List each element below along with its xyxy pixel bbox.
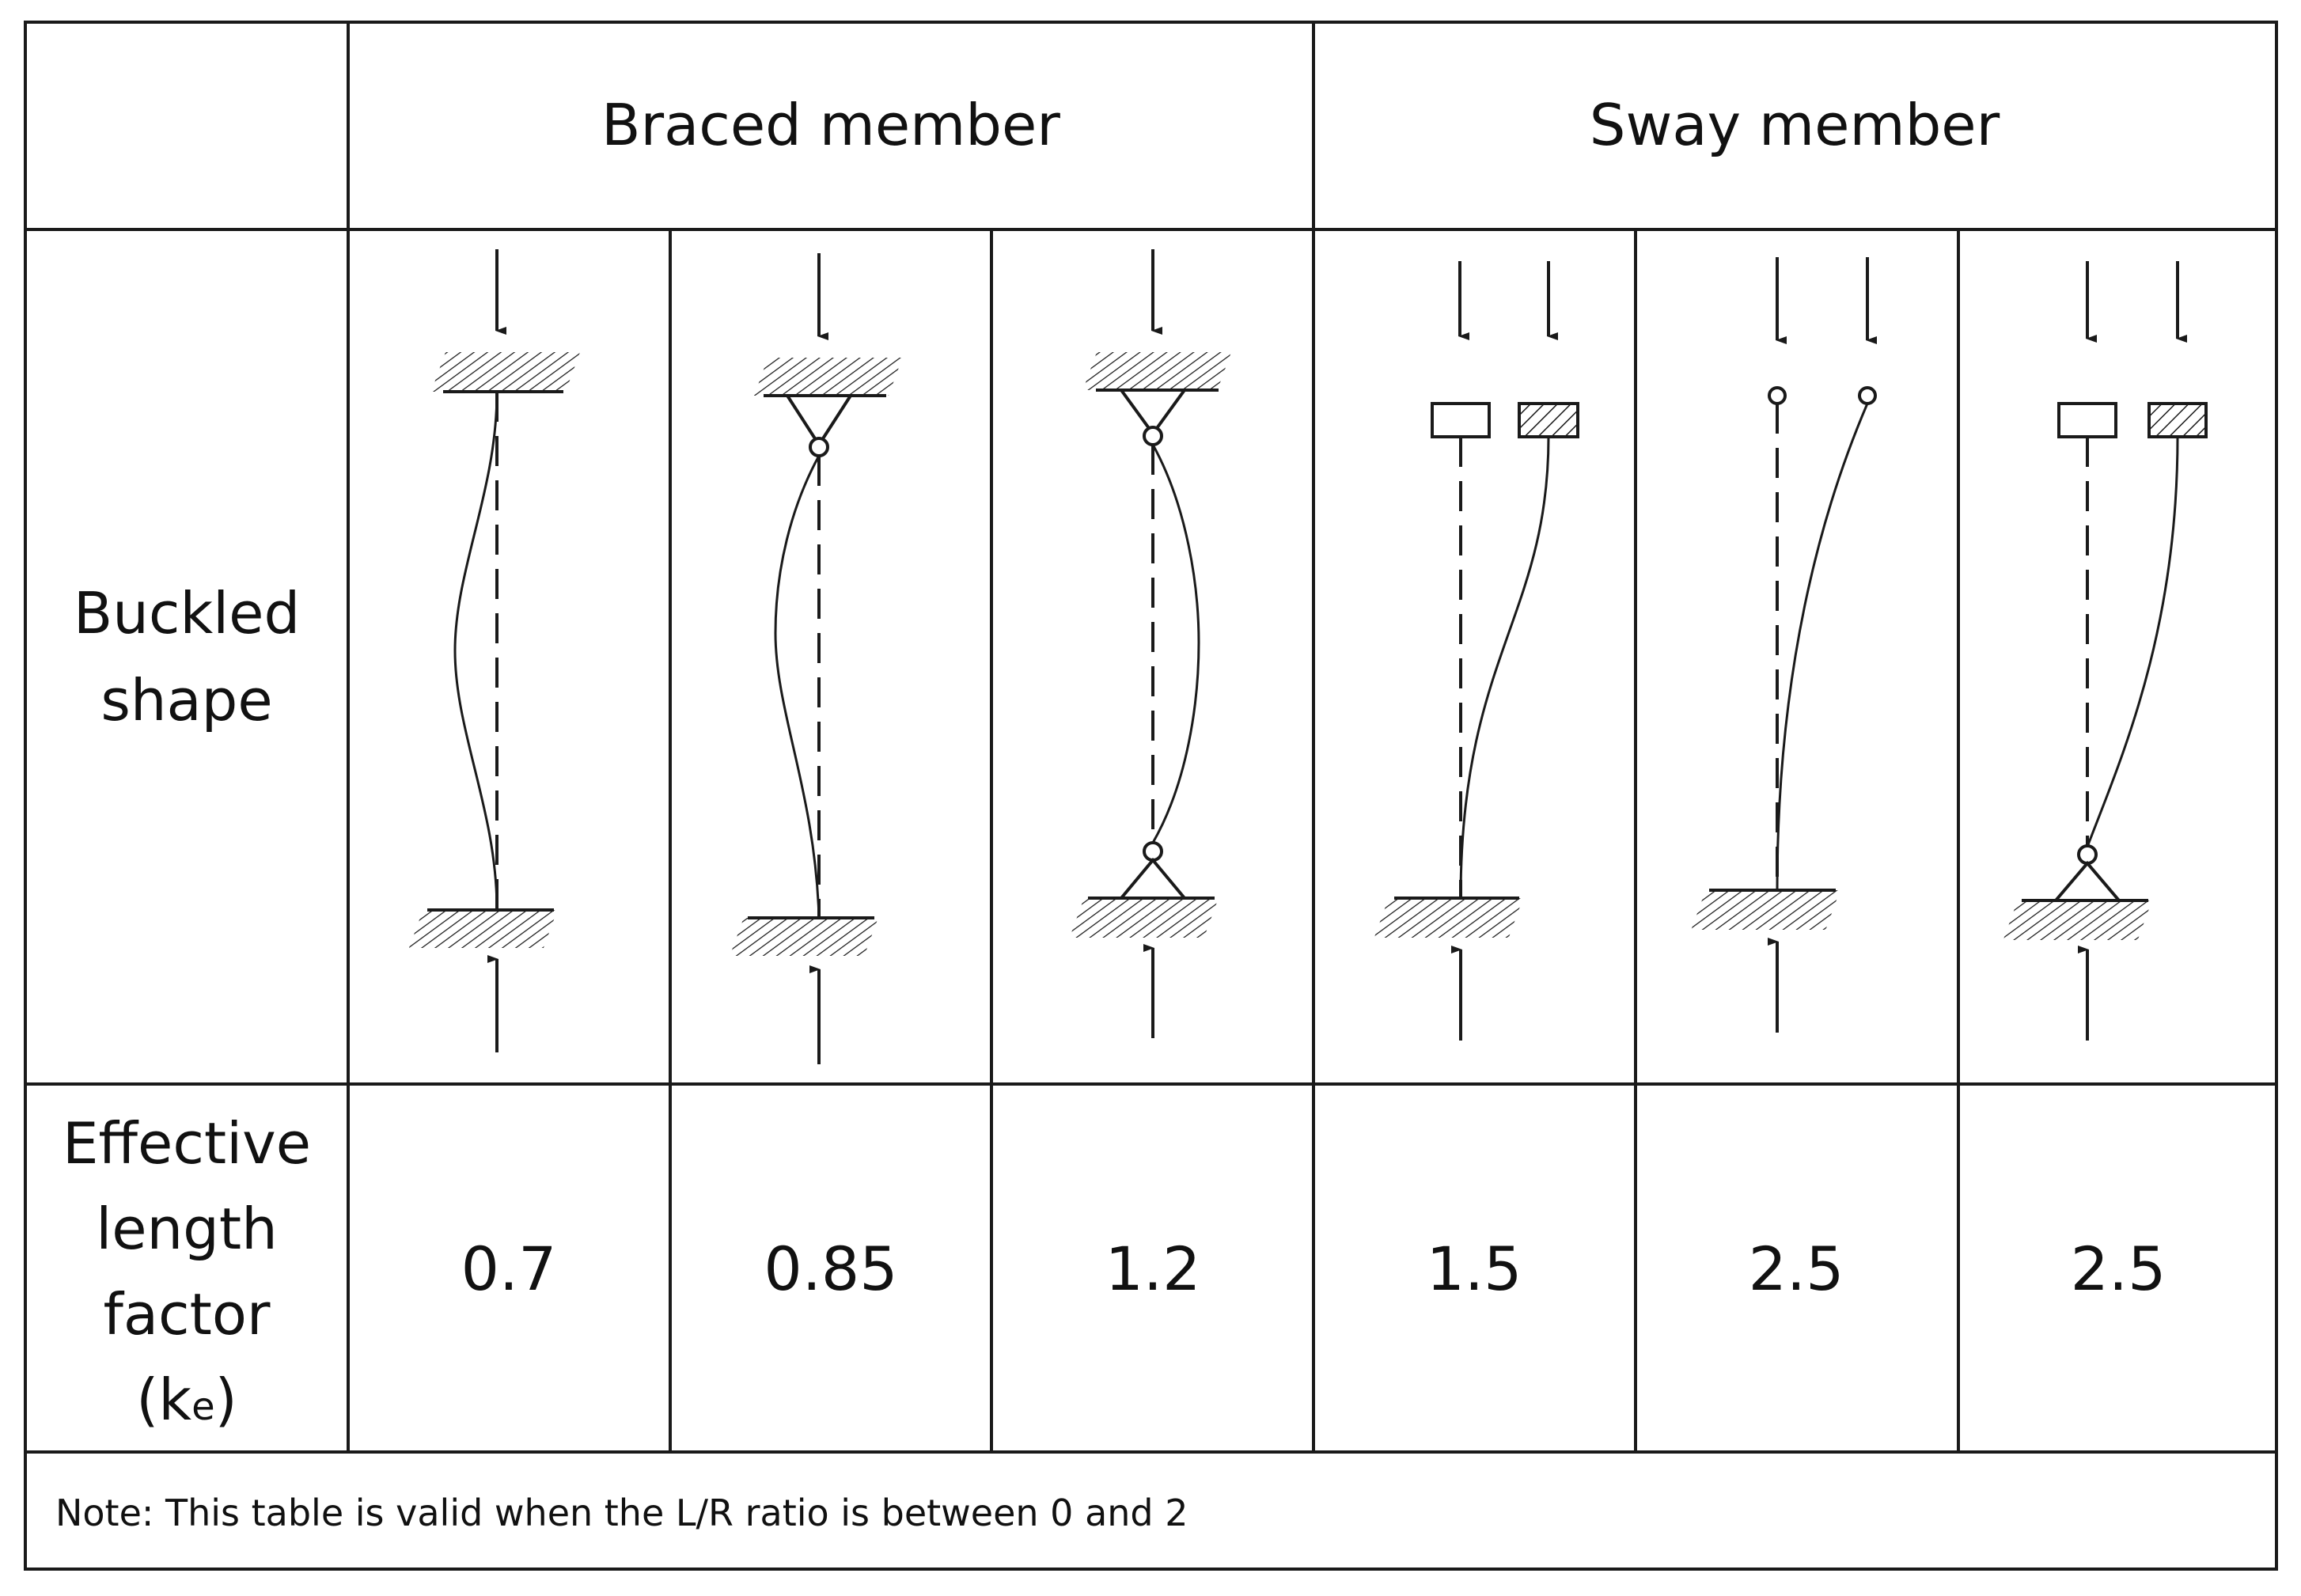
buckled-shape-sway-fixed-fixed xyxy=(1374,261,1579,1041)
buckled-shape-sway-fixed-pinned xyxy=(2003,261,2208,1041)
fixed-support-bottom xyxy=(408,910,558,948)
buckled-shape-pinned-fixed xyxy=(730,253,903,1064)
factor-value-6: 2.5 xyxy=(2071,1234,2166,1304)
factor-symbol-subscript: e xyxy=(191,1385,215,1429)
buckled-shape-label-line-1: Buckled xyxy=(74,580,300,646)
hatched-support-top xyxy=(1082,352,1232,390)
factor-values: 0.7 0.85 1.2 1.5 2.5 2.5 xyxy=(461,1234,2166,1304)
fixed-support-bottom xyxy=(730,918,878,956)
guide-block-displaced xyxy=(2147,402,2208,438)
buckled-curve xyxy=(1459,436,1550,899)
braced-member-title: Braced member xyxy=(601,92,1060,158)
effective-length-factor-label: Effective length factor (ke) xyxy=(63,1110,311,1433)
buckled-shape-sway-free-fixed xyxy=(1691,257,1877,1033)
factor-value-2: 0.85 xyxy=(764,1234,897,1304)
guide-block-displaced xyxy=(1518,402,1579,438)
factor-value-3: 1.2 xyxy=(1105,1234,1201,1304)
fixed-support-top xyxy=(430,352,581,392)
buckled-shape-fixed-fixed xyxy=(408,249,581,1052)
buckled-curve xyxy=(1776,403,1869,891)
free-end-original xyxy=(1768,386,1787,405)
factor-value-4: 1.5 xyxy=(1427,1234,1522,1304)
factor-label-line-2: length xyxy=(96,1196,278,1262)
buckled-shape-pinned-pinned xyxy=(1069,249,1232,1038)
buckled-curve xyxy=(453,391,498,911)
table-grid xyxy=(24,21,2278,1571)
factor-label-line-1: Effective xyxy=(63,1110,311,1177)
pin-top xyxy=(1143,426,1163,446)
sway-member-title: Sway member xyxy=(1590,92,2000,158)
pin-support-bottom xyxy=(1120,857,1186,900)
buckled-curve xyxy=(774,455,821,919)
factor-label-line-3: factor xyxy=(104,1281,271,1348)
buckled-shape-label: Buckled shape xyxy=(74,580,300,734)
hatched-support-bottom xyxy=(1069,898,1219,938)
factor-value-1: 0.7 xyxy=(461,1234,557,1304)
factor-label-line-4: (ke) xyxy=(136,1367,237,1433)
fixed-support-bottom xyxy=(1691,890,1840,930)
hatched-support-top xyxy=(754,358,903,396)
pin-support-bottom xyxy=(2054,860,2121,902)
guide-block-original xyxy=(2057,402,2117,438)
guide-block-original xyxy=(1431,402,1491,438)
validity-note: Note: This table is valid when the L/R r… xyxy=(55,1492,1188,1534)
buckled-shape-label-line-2: shape xyxy=(100,667,272,734)
factor-symbol-close: ) xyxy=(215,1367,237,1433)
buckled-curve xyxy=(2086,436,2179,847)
pin-bottom xyxy=(1143,841,1163,862)
pin-top xyxy=(809,437,829,457)
buckled-curve xyxy=(1151,444,1200,843)
free-end-displaced xyxy=(1858,386,1877,405)
factor-symbol-k: (k xyxy=(136,1367,191,1433)
pin-bottom xyxy=(2077,844,2098,865)
fixed-support-bottom xyxy=(1374,898,1523,938)
factor-value-5: 2.5 xyxy=(1749,1234,1844,1304)
hatched-support-bottom xyxy=(2003,900,2152,940)
